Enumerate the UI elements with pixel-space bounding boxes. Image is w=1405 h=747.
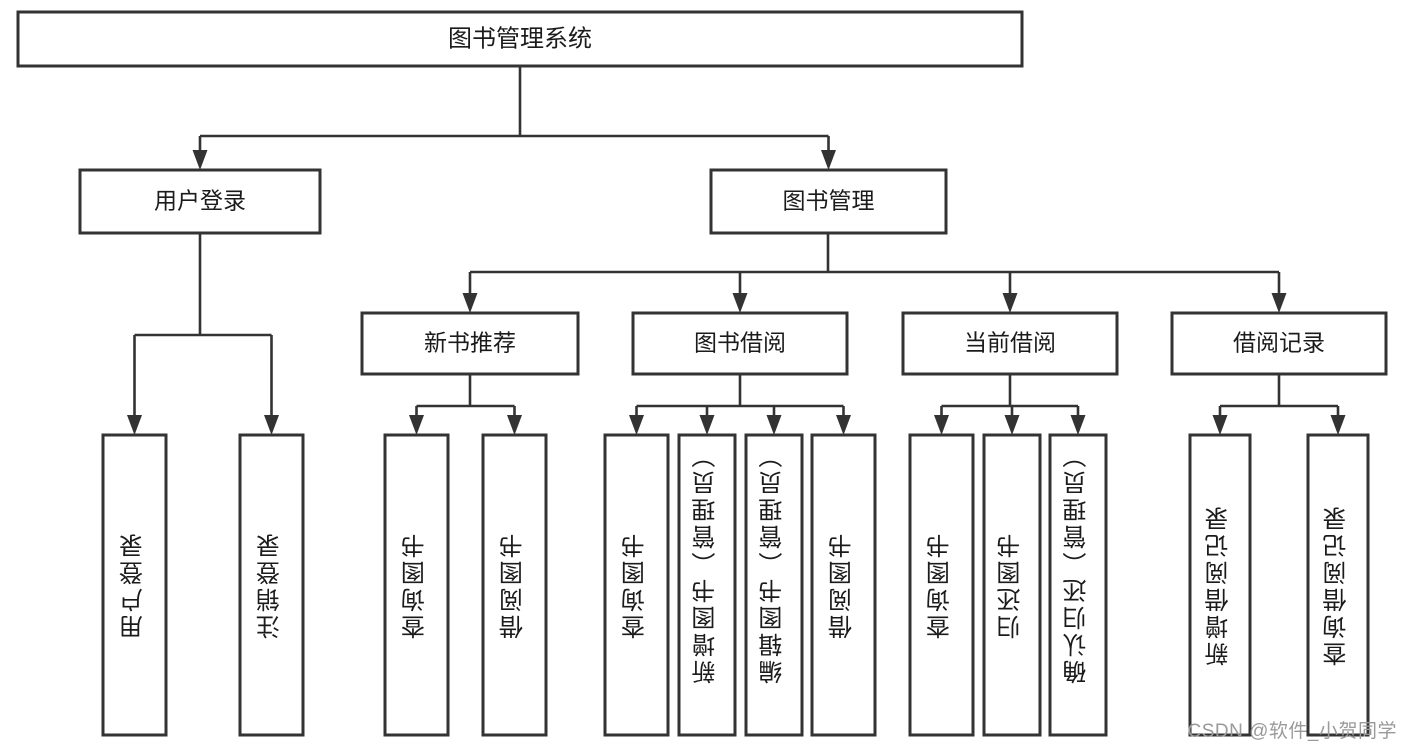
level3-arrow-1 — [732, 293, 748, 313]
leaf-node-10-box[interactable] — [1048, 433, 1108, 737]
level2-node-1-box[interactable] — [709, 168, 948, 235]
leaf-arrow-0-1 — [507, 415, 522, 435]
level2-arrow-1 — [821, 150, 836, 170]
leaf-node-1-box[interactable] — [238, 433, 305, 737]
leaf-arrow-2-2 — [1070, 415, 1086, 435]
level3-node-1-label: 图书借阅 — [694, 330, 786, 356]
connector-layer — [127, 66, 1346, 435]
leaf-arrow-1-0 — [629, 415, 644, 435]
leaf-node-6-box[interactable] — [744, 433, 804, 737]
level3-node-1-box[interactable] — [631, 311, 849, 376]
leaf-arrow-3-0 — [1212, 415, 1228, 435]
level3-node-0-box[interactable] — [360, 311, 580, 376]
leaf-node-7-box[interactable] — [810, 433, 877, 737]
level3-node-0-label: 新书推荐 — [424, 330, 516, 356]
userlogin-leaf-arrow-1 — [264, 415, 279, 435]
level2-node-1-label: 图书管理 — [783, 188, 875, 214]
leaf-arrow-3-1 — [1330, 415, 1346, 435]
leaf-node-12-box[interactable] — [1306, 433, 1370, 737]
leaf-node-8-box[interactable] — [908, 433, 975, 737]
leaf-arrow-2-1 — [1004, 415, 1020, 435]
level3-node-3-box[interactable] — [1170, 311, 1388, 376]
leaf-node-9-box[interactable] — [982, 433, 1042, 737]
level3-arrow-3 — [1271, 293, 1287, 313]
leaf-node-2-box[interactable] — [383, 433, 450, 737]
level2-node-0-box[interactable] — [78, 168, 322, 235]
leaf-node-4-box[interactable] — [603, 433, 670, 737]
leaf-node-11-box[interactable] — [1188, 433, 1252, 737]
userlogin-leaf-arrow-0 — [127, 415, 142, 435]
root-node-box[interactable] — [16, 10, 1024, 68]
leaf-node-5-box[interactable] — [677, 433, 737, 737]
level3-node-2-label: 当前借阅 — [964, 330, 1056, 356]
level3-node-2-box[interactable] — [901, 311, 1119, 376]
root-node-label: 图书管理系统 — [448, 25, 592, 52]
leaf-arrow-0-0 — [409, 415, 424, 435]
level2-node-0-label: 用户登录 — [154, 188, 246, 214]
leaf-arrow-1-3 — [836, 415, 851, 435]
leaf-node-0-box[interactable] — [101, 433, 168, 737]
level3-node-3-label: 借阅记录 — [1233, 330, 1325, 356]
csdn-watermark: CSDN @软件_小贺同学 — [1187, 721, 1397, 742]
level2-arrow-0 — [192, 150, 208, 170]
leaf-arrow-1-2 — [766, 415, 782, 435]
leaf-arrow-1-1 — [699, 415, 715, 435]
leaf-arrow-2-0 — [934, 415, 949, 435]
leaf-node-3-box[interactable] — [481, 433, 548, 737]
level3-arrow-2 — [1002, 293, 1018, 313]
level3-arrow-0 — [462, 293, 478, 313]
box-layer — [16, 10, 1388, 737]
